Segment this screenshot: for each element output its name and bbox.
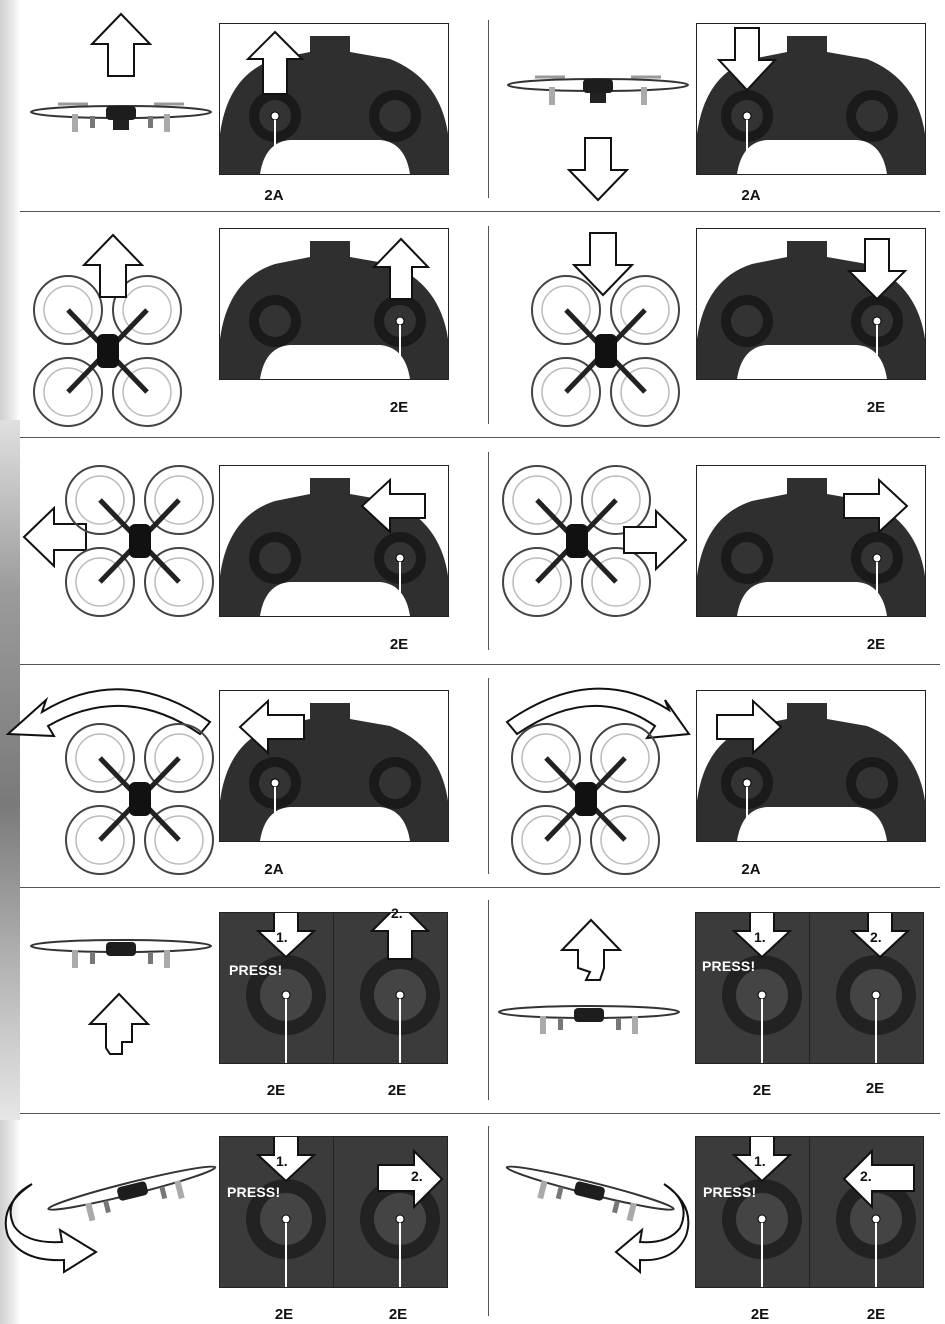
stick-closeup-panel xyxy=(809,1136,924,1288)
stick-label-2e: 2E xyxy=(387,1082,407,1099)
stick-closeup-panel xyxy=(333,912,448,1064)
step-number: 2. xyxy=(860,1168,872,1184)
stick-label-2e: 2E xyxy=(866,636,886,653)
press-label: PRESS! xyxy=(702,958,756,974)
row-divider xyxy=(20,211,940,212)
step-number: 1. xyxy=(276,1153,288,1169)
column-divider xyxy=(488,678,489,874)
stick-label-2e: 2E xyxy=(752,1082,772,1099)
drone-top-icon xyxy=(502,465,651,617)
curved-arrow-icon xyxy=(5,688,212,738)
drone-top-icon xyxy=(65,723,214,875)
step-number: 1. xyxy=(276,929,288,945)
drone-side-icon xyxy=(30,102,212,132)
stick-label-2e: 2E xyxy=(274,1306,294,1323)
column-divider xyxy=(488,1126,489,1316)
drone-top-icon xyxy=(531,275,680,427)
column-divider xyxy=(488,20,489,198)
row-divider xyxy=(20,664,940,665)
column-divider xyxy=(488,900,489,1100)
drone-side-icon xyxy=(507,75,689,105)
stick-label-2e: 2E xyxy=(865,1080,885,1097)
stick-label-2e: 2E xyxy=(388,1306,408,1323)
drone-top-icon xyxy=(33,275,182,427)
page-edge-tab xyxy=(0,420,20,1120)
step-number: 1. xyxy=(754,1153,766,1169)
arrow-right-icon xyxy=(623,509,688,571)
stick-label-2e: 2E xyxy=(866,399,886,416)
controller-panel xyxy=(696,23,926,175)
stick-closeup-panel xyxy=(219,1136,334,1288)
step-number: 2. xyxy=(391,905,403,921)
stick-label-2a: 2A xyxy=(264,187,284,204)
press-label: PRESS! xyxy=(229,962,283,978)
controller-panel xyxy=(219,23,449,175)
arrow-down-icon xyxy=(567,137,629,202)
controller-panel xyxy=(219,228,449,380)
row-divider xyxy=(20,1113,940,1114)
stick-label-2e: 2E xyxy=(266,1082,286,1099)
controller-panel xyxy=(696,690,926,842)
step-number: 1. xyxy=(754,929,766,945)
stick-label-2a: 2A xyxy=(264,861,284,878)
drone-top-icon xyxy=(65,465,214,617)
curved-arrow-icon xyxy=(505,687,691,740)
arrow-up-icon xyxy=(90,12,152,77)
step-number: 2. xyxy=(870,929,882,945)
stick-label-2e: 2E xyxy=(750,1306,770,1323)
controller-panel xyxy=(219,690,449,842)
stick-closeup-panel xyxy=(695,912,810,1064)
loop-up-arrow-icon xyxy=(88,992,150,1055)
controller-panel xyxy=(219,465,449,617)
press-label: PRESS! xyxy=(227,1184,281,1200)
roll-arrow-icon xyxy=(4,1183,98,1274)
stick-label-2e: 2E xyxy=(389,399,409,416)
column-divider xyxy=(488,452,489,650)
drone-tilted-icon xyxy=(505,1165,675,1222)
drone-side-icon xyxy=(30,939,212,968)
row-divider xyxy=(20,437,940,438)
drone-top-icon xyxy=(511,723,660,875)
stick-label-2e: 2E xyxy=(389,636,409,653)
step-number: 2. xyxy=(411,1168,423,1184)
controller-panel xyxy=(696,228,926,380)
stick-closeup-panel xyxy=(809,912,924,1064)
drone-tilted-icon xyxy=(47,1165,217,1222)
row-divider xyxy=(20,887,940,888)
arrow-down-icon xyxy=(572,232,634,297)
stick-closeup-panel xyxy=(695,1136,810,1288)
arrow-up-icon xyxy=(82,233,144,298)
loop-up-arrow-icon xyxy=(560,918,622,981)
drone-side-icon xyxy=(498,1005,680,1034)
controller-panel xyxy=(696,465,926,617)
stick-label-2a: 2A xyxy=(741,187,761,204)
press-label: PRESS! xyxy=(703,1184,757,1200)
arrow-left-icon xyxy=(22,506,87,568)
column-divider xyxy=(488,226,489,424)
stick-closeup-panel xyxy=(219,912,334,1064)
stick-label-2e: 2E xyxy=(866,1306,886,1323)
stick-label-2a: 2A xyxy=(741,861,761,878)
stick-closeup-panel xyxy=(333,1136,448,1288)
roll-arrow-icon xyxy=(614,1183,690,1275)
